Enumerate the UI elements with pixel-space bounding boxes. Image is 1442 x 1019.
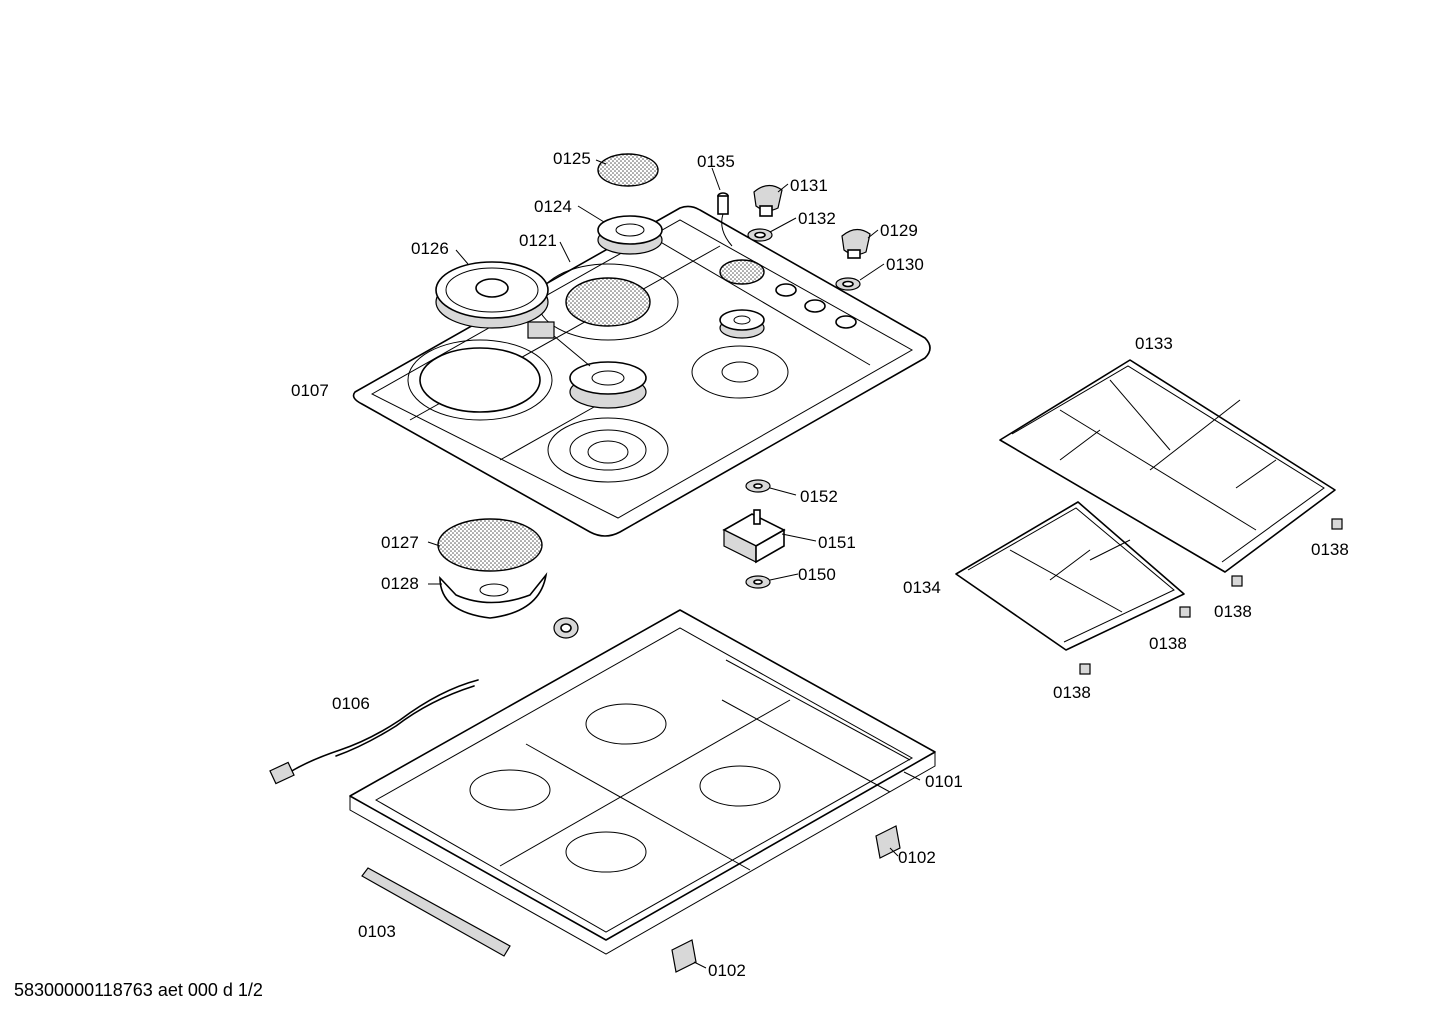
seal-strip-0103: [361, 867, 511, 957]
label-0127: 0127: [381, 533, 419, 552]
pan-support-0133: [999, 359, 1336, 573]
fixing-clip-0102-bottom: [671, 939, 697, 973]
label-0129: 0129: [880, 221, 918, 240]
rubber-foot-0138a: [1331, 518, 1343, 530]
label-0126: 0126: [411, 239, 449, 258]
label-0102-a: 0102: [898, 848, 936, 867]
rubber-foot-0138b: [1231, 575, 1243, 587]
rubber-foot-0138c: [1179, 606, 1191, 618]
bottom-tray-0101: [349, 609, 936, 955]
label-0101: 0101: [925, 772, 963, 791]
control-knob-0129: [841, 228, 871, 259]
label-0138-b: 0138: [1214, 602, 1252, 621]
label-0138-c: 0138: [1149, 634, 1187, 653]
label-0128: 0128: [381, 574, 419, 593]
label-0103: 0103: [358, 922, 396, 941]
thermocouple-0135: [717, 192, 733, 247]
label-0138-d: 0138: [1053, 683, 1091, 702]
label-0134: 0134: [903, 578, 941, 597]
burner-base-0128: [439, 572, 548, 619]
document-id: 58300000118763 aet 000 d 1/2: [14, 980, 263, 1000]
label-0132: 0132: [798, 209, 836, 228]
fixing-clip-0102-right: [875, 825, 901, 859]
label-0152: 0152: [800, 487, 838, 506]
power-cable-0106: [269, 679, 479, 785]
label-0131: 0131: [790, 176, 828, 195]
label-0151: 0151: [818, 533, 856, 552]
label-0125: 0125: [553, 149, 591, 168]
label-0106: 0106: [332, 694, 370, 713]
label-0102-b: 0102: [708, 961, 746, 980]
label-0138-a: 0138: [1311, 540, 1349, 559]
burner-crown-large: [569, 361, 647, 409]
burner-cap-0125: [597, 153, 659, 187]
label-0150: 0150: [798, 565, 836, 584]
label-0121: 0121: [519, 231, 557, 250]
label-0135: 0135: [697, 152, 735, 171]
energy-regulator-0151: [722, 509, 786, 564]
burner-crown-0124: [597, 215, 663, 255]
label-0130: 0130: [886, 255, 924, 274]
electric-hotplate-0126: [435, 261, 591, 367]
burner-crown-small: [719, 309, 765, 339]
burner-cap-0127: [437, 518, 543, 572]
label-0107: 0107: [291, 381, 329, 400]
label-0133: 0133: [1135, 334, 1173, 353]
label-0124: 0124: [534, 197, 572, 216]
leader-lines: [427, 159, 921, 969]
pan-support-0134: [955, 501, 1185, 651]
control-knob-0131: [753, 184, 783, 217]
rubber-foot-0138d: [1079, 663, 1091, 675]
ignition-plug: [553, 617, 579, 639]
